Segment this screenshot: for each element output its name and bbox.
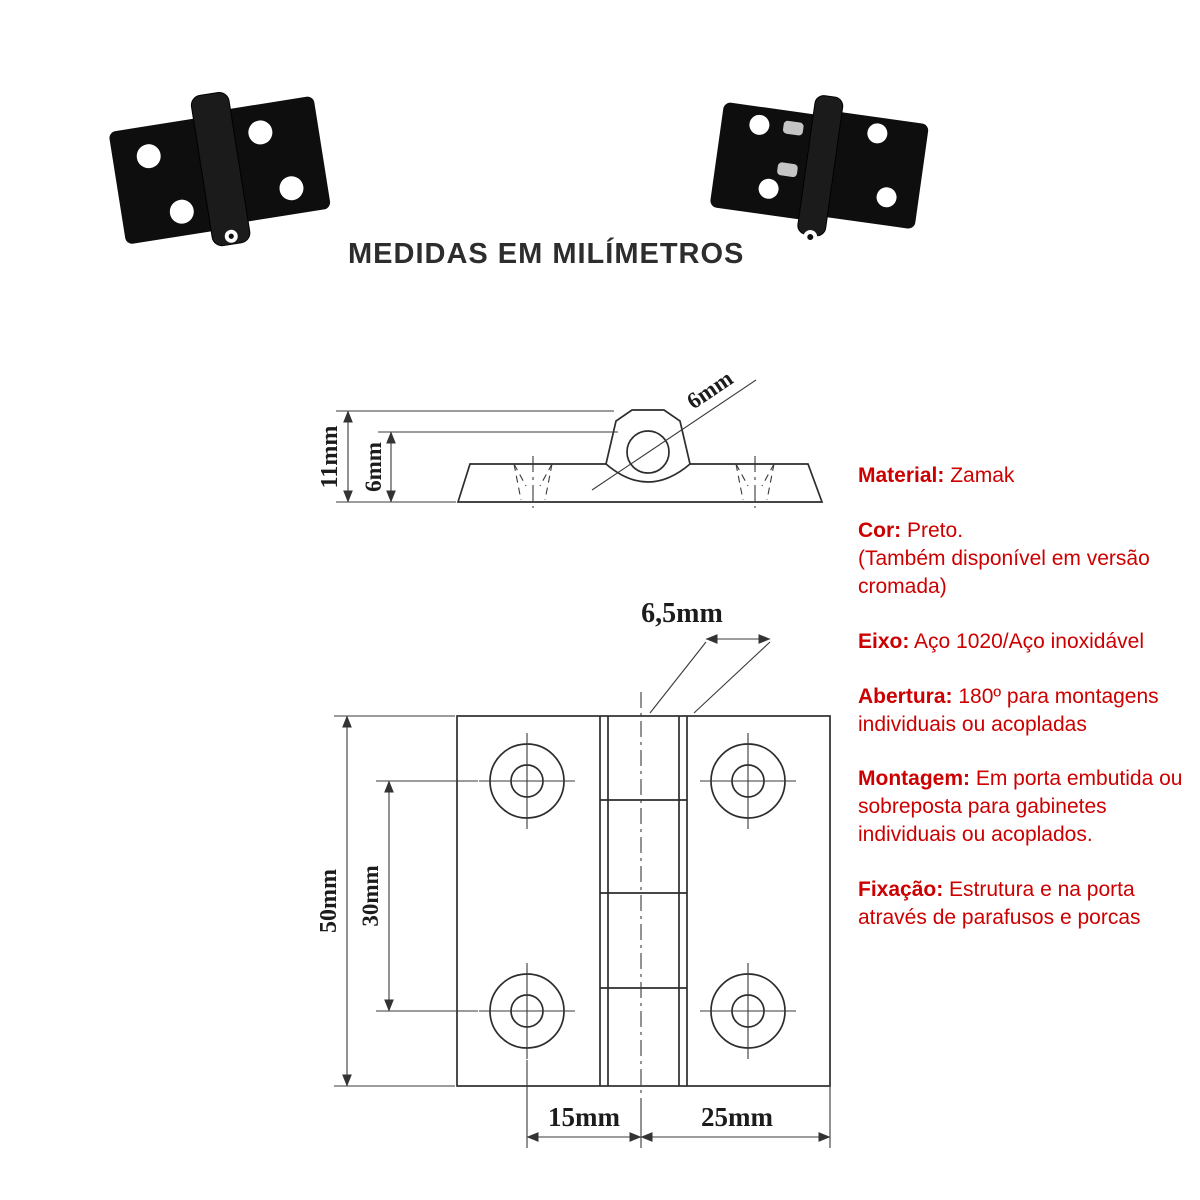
spec-eixo-label: Eixo:: [858, 629, 910, 653]
spec-abertura-label: Abertura:: [858, 684, 953, 708]
screw-hole-icon: [749, 114, 770, 135]
spec-cor: Cor: Preto. (Também disponível em versão…: [858, 517, 1200, 601]
spec-eixo: Eixo: Aço 1020/Aço inoxidável: [858, 628, 1200, 656]
spec-montagem: Montagem: Em porta embutida ou sobrepost…: [858, 765, 1200, 849]
screw-hole-icon: [169, 199, 194, 224]
spec-fixacao: Fixação: Estrutura e na porta através de…: [858, 876, 1200, 932]
screw-hole-icon: [279, 176, 304, 201]
spec-eixo-value: Aço 1020/Aço inoxidável: [909, 629, 1145, 653]
screw-hole-icon: [136, 144, 161, 169]
dimension-label-11mm: 11mm: [317, 426, 343, 489]
spec-abertura: Abertura: 180º para montagens individuai…: [858, 683, 1200, 739]
spec-montagem-value: Em porta embutida ou sobreposta para gab…: [858, 767, 1183, 847]
spec-material: Material: Zamak: [858, 462, 1200, 490]
mounting-holes: [479, 733, 796, 1059]
spec-fixacao-value: Estrutura e na porta através de parafuso…: [858, 878, 1141, 930]
screw-hole-icon: [758, 178, 779, 199]
hinge-photo-right: [710, 95, 929, 245]
countersink-hole-hidden-lines: [513, 456, 775, 508]
screw-hole-icon: [248, 120, 273, 145]
side-view-drawing: 11mm 6mm 6mm: [317, 365, 824, 508]
hinge-photo-left: [109, 91, 331, 247]
screw-hole-icon: [867, 123, 888, 144]
specs-panel: Material: Zamak Cor: Preto. (Também disp…: [858, 462, 1200, 959]
dimension-label-6mm-hole: 6mm: [682, 365, 737, 414]
spec-montagem-label: Montagem:: [858, 767, 970, 791]
screw-hole-icon: [876, 187, 897, 208]
dimension-label-50mm: 50mm: [316, 869, 342, 933]
front-view-drawing: 6,5mm 50mm 30mm 15mm 25mm: [316, 598, 831, 1148]
spec-abertura-value: 180º para montagens individuais ou acopl…: [858, 684, 1159, 736]
dimension-label-6mm-inner: 6mm: [361, 442, 386, 492]
spec-cor-label: Cor:: [858, 518, 902, 542]
dimension-label-25mm: 25mm: [701, 1102, 773, 1132]
dimension-label-6-5mm: 6,5mm: [641, 598, 723, 629]
page-title: MEDIDAS EM MILÍMETROS: [348, 238, 745, 270]
spec-fixacao-label: Fixação:: [858, 878, 944, 902]
spec-material-value: Zamak: [944, 464, 1015, 487]
spec-cor-value: Preto. (Também disponível em versão crom…: [858, 518, 1150, 598]
spec-material-label: Material:: [858, 464, 945, 487]
dimension-label-15mm: 15mm: [548, 1102, 620, 1132]
dimension-label-30mm: 30mm: [358, 865, 383, 926]
